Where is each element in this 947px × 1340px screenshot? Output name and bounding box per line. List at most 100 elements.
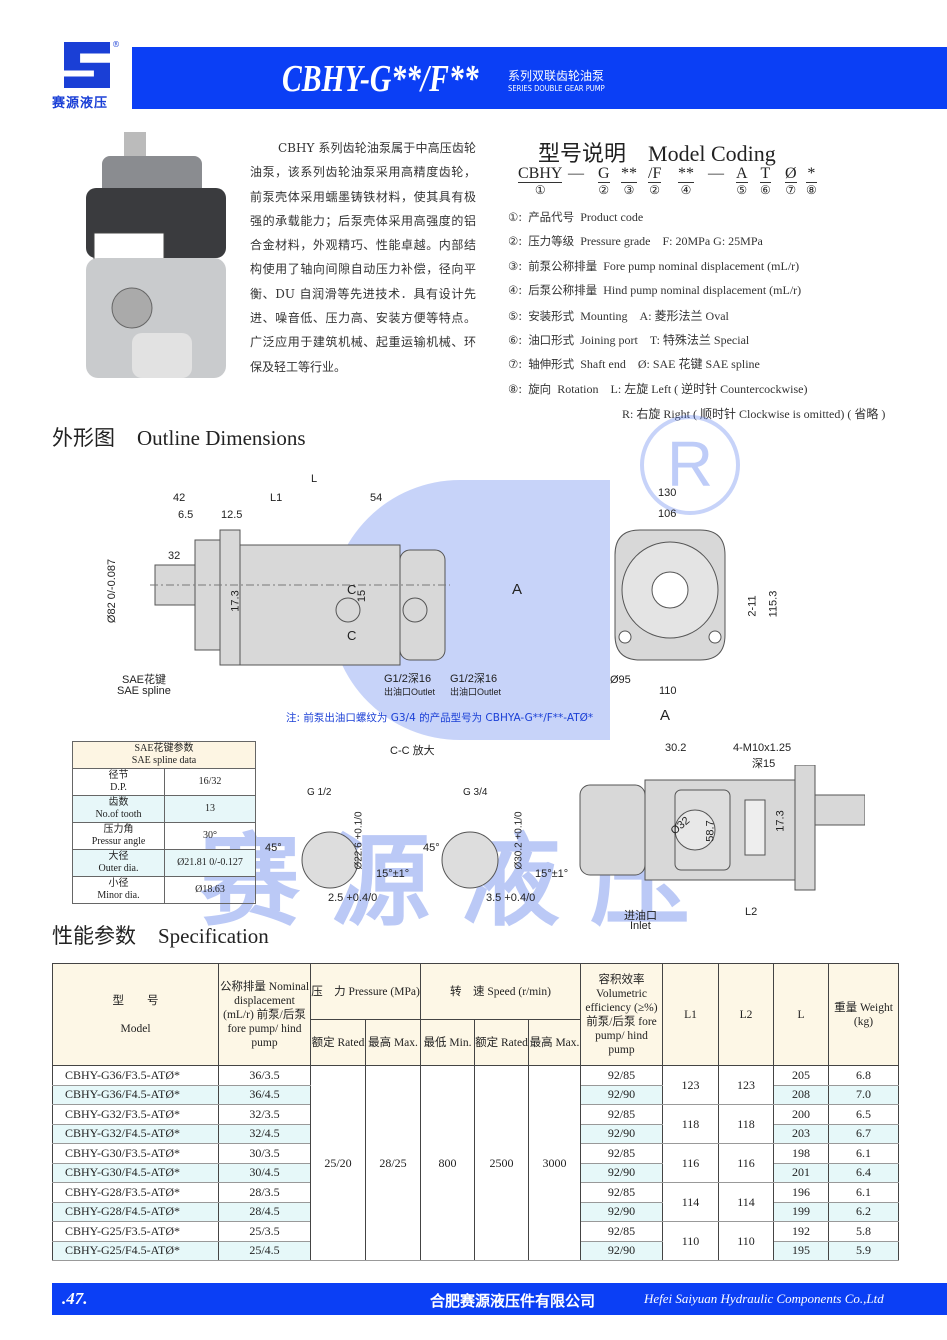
- cell-weight: 6.1: [828, 1143, 899, 1164]
- col-L: L: [773, 963, 829, 1066]
- item-number: ④:: [508, 283, 523, 298]
- brand-logo: ® 赛源液压: [52, 40, 124, 112]
- cell-weight: 7.0: [828, 1084, 899, 1105]
- cell-s-rated: 2500: [474, 1065, 529, 1261]
- dim-95: Ø95: [610, 674, 631, 686]
- cc2-name: G 3/4: [463, 787, 488, 798]
- code-part-text: **: [621, 165, 637, 183]
- cell-weight: 6.7: [828, 1123, 899, 1144]
- cell-L: 196: [773, 1182, 829, 1203]
- cell-efficiency: 92/90: [580, 1201, 663, 1222]
- model-coding-item: ③: 前泵公称排量 Fore pump nominal displacement (…: [508, 258, 811, 274]
- product-description: CBHY 系列齿轮油泵属于中高压齿轮油泵，该系列齿轮油泵采用高精度齿轮，前泵壳体…: [250, 141, 476, 374]
- cell-L: 192: [773, 1221, 829, 1242]
- cc1-dia: Ø22.6 +0.1/0: [353, 811, 365, 870]
- cell-model: CBHY-G32/F4.5-ATØ*: [52, 1123, 219, 1144]
- cell-model: CBHY-G25/F4.5-ATØ*: [52, 1240, 219, 1261]
- param-en: Pressur angle: [91, 836, 146, 847]
- item-cn: 压力等级: [528, 234, 575, 249]
- code-part-text: /F: [648, 165, 662, 183]
- inlet-en: Inlet: [630, 920, 651, 932]
- item-number: ③:: [508, 258, 523, 273]
- cell-efficiency: 92/85: [580, 1143, 663, 1164]
- col-pressure-rated: 额定 Rated: [310, 1019, 366, 1066]
- cell-L: 208: [773, 1084, 829, 1105]
- item-en: Hind pump nominal displacement (mL/r): [603, 283, 802, 298]
- item-en: Mounting: [580, 308, 628, 323]
- param-cn: 齿数: [108, 797, 129, 808]
- item-cn: 安装形式: [528, 308, 575, 323]
- dim-115-3: 115.3: [767, 590, 780, 618]
- cell-displacement: 32/4.5: [218, 1123, 311, 1144]
- watermark-registered-icon: R: [640, 415, 740, 515]
- title-cn: 型号说明: [538, 142, 627, 167]
- col-speed-min: 最低 Min.: [420, 1019, 475, 1066]
- item-en: Product code: [580, 210, 644, 224]
- cell-L: 205: [773, 1065, 829, 1086]
- cell-L: 199: [773, 1201, 829, 1222]
- cell-weight: 5.9: [828, 1240, 899, 1261]
- dim-130: 130: [658, 487, 677, 499]
- dim-15: 15: [356, 589, 369, 603]
- thread-spec: 4-M10x1.25: [733, 742, 792, 754]
- col-L1: L1: [662, 963, 719, 1066]
- item-cn: 前泵公称排量: [528, 258, 598, 273]
- col-displacement: 公称排量 Nominal displacement (mL/r) 前泵/后泵 f…: [218, 963, 311, 1066]
- page-number: .47.: [62, 1289, 88, 1308]
- item-cn: 后泵公称排量: [528, 283, 598, 298]
- item-en: Fore pump nominal displacement (mL/r): [603, 258, 800, 273]
- cell-efficiency: 92/85: [580, 1104, 663, 1125]
- cell-weight: 6.5: [828, 1104, 899, 1125]
- param-cn: 径节: [108, 770, 129, 781]
- cell-efficiency: 92/85: [580, 1182, 663, 1203]
- cell-model: CBHY-G36/F3.5-ATØ*: [52, 1065, 219, 1086]
- item-number: ①:: [508, 210, 523, 224]
- cell-weight: 6.8: [828, 1065, 899, 1086]
- cc2-angle: 45°: [423, 842, 440, 854]
- cell-weight: 6.1: [828, 1182, 899, 1203]
- code-part-text: —: [708, 165, 724, 182]
- header-text: 型 号: [112, 994, 159, 1007]
- model-coding-item: ①: 产品代号 Product code: [508, 209, 655, 225]
- cc1-name: G 1/2: [307, 787, 332, 798]
- item-cn: 产品代号: [528, 210, 575, 224]
- section-C-2: C: [347, 628, 357, 643]
- item-number: ②:: [508, 234, 523, 249]
- dim-2-11: 2-11: [746, 595, 759, 617]
- cell-model: CBHY-G36/F4.5-ATØ*: [52, 1084, 219, 1105]
- cell-L: 195: [773, 1240, 829, 1261]
- inlet-cn: 进油口: [624, 910, 657, 922]
- code-part-number: ③: [623, 183, 635, 197]
- cell-L1: 114: [662, 1182, 719, 1222]
- spline-value: 30°: [164, 822, 256, 850]
- param-cn: 压力角: [103, 824, 134, 835]
- subtitle-cn: 系列双联齿轮油泵: [508, 69, 605, 83]
- pump-photo: [86, 132, 226, 378]
- cell-p-max: 28/25: [365, 1065, 421, 1261]
- cell-s-min: 800: [420, 1065, 475, 1261]
- model-coding-item: ④: 后泵公称排量 Hind pump nominal displacement (…: [508, 282, 813, 298]
- item-number: ⑧:: [508, 381, 523, 396]
- cell-weight: 6.4: [828, 1162, 899, 1183]
- cell-s-max: 3000: [528, 1065, 581, 1261]
- top-view-drawing: [579, 765, 865, 891]
- col-speed-max: 最高 Max.: [528, 1019, 581, 1066]
- spline-label-en: SAE spline: [117, 685, 171, 697]
- cell-model: CBHY-G25/F3.5-ATØ*: [52, 1221, 219, 1242]
- cc1-depth: 2.5 +0.4/0: [328, 892, 378, 904]
- dim-110: 110: [659, 685, 677, 697]
